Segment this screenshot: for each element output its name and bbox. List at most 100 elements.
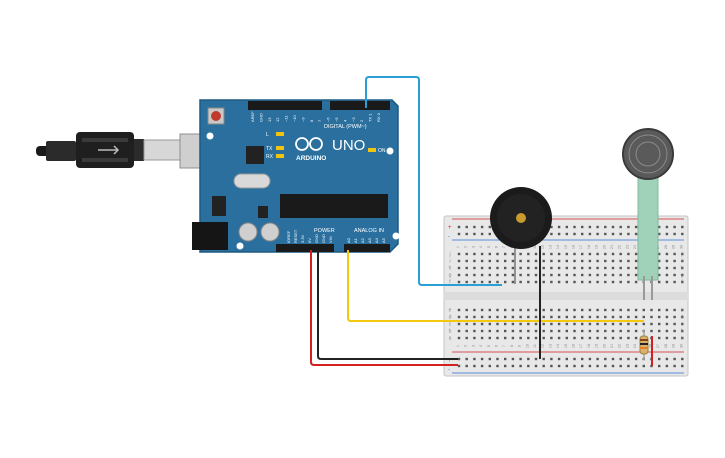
breadboard-hole[interactable] bbox=[673, 336, 676, 340]
breadboard-hole[interactable] bbox=[488, 308, 491, 312]
breadboard-hole[interactable] bbox=[511, 357, 515, 361]
breadboard-hole[interactable] bbox=[619, 336, 622, 340]
breadboard-hole[interactable] bbox=[504, 252, 507, 256]
breadboard-hole[interactable] bbox=[596, 357, 599, 361]
breadboard-hole[interactable] bbox=[519, 364, 522, 368]
breadboard-hole[interactable] bbox=[573, 357, 576, 361]
breadboard-hole[interactable] bbox=[557, 357, 561, 361]
breadboard-hole[interactable] bbox=[519, 322, 522, 326]
breadboard-hole[interactable] bbox=[542, 280, 545, 284]
breadboard-hole[interactable] bbox=[673, 273, 676, 277]
breadboard-hole[interactable] bbox=[496, 329, 499, 333]
breadboard-hole[interactable] bbox=[673, 259, 676, 263]
breadboard-hole[interactable] bbox=[504, 364, 507, 368]
breadboard-hole[interactable] bbox=[565, 273, 568, 277]
breadboard-hole[interactable] bbox=[565, 364, 568, 368]
breadboard-hole[interactable] bbox=[588, 308, 592, 312]
breadboard-hole[interactable] bbox=[480, 315, 484, 319]
breadboard-hole[interactable] bbox=[542, 308, 545, 312]
breadboard-hole[interactable] bbox=[457, 232, 461, 236]
breadboard-hole[interactable] bbox=[619, 308, 622, 312]
breadboard-hole[interactable] bbox=[465, 322, 468, 326]
breadboard-hole[interactable] bbox=[627, 329, 630, 333]
breadboard-hole[interactable] bbox=[557, 266, 561, 270]
breadboard-hole[interactable] bbox=[619, 252, 622, 256]
breadboard-hole[interactable] bbox=[581, 225, 584, 229]
breadboard-hole[interactable] bbox=[611, 225, 615, 229]
breadboard-hole[interactable] bbox=[581, 232, 584, 236]
breadboard-hole[interactable] bbox=[557, 329, 561, 333]
breadboard-hole[interactable] bbox=[542, 364, 545, 368]
breadboard-hole[interactable] bbox=[550, 252, 553, 256]
breadboard-hole[interactable] bbox=[480, 357, 484, 361]
breadboard-hole[interactable] bbox=[457, 315, 461, 319]
breadboard-hole[interactable] bbox=[511, 308, 515, 312]
breadboard-hole[interactable] bbox=[473, 364, 476, 368]
breadboard-hole[interactable] bbox=[480, 232, 484, 236]
breadboard-hole[interactable] bbox=[534, 364, 538, 368]
breadboard-hole[interactable] bbox=[527, 280, 530, 284]
breadboard-hole[interactable] bbox=[573, 322, 576, 326]
breadboard-hole[interactable] bbox=[473, 225, 476, 229]
breadboard-hole[interactable] bbox=[550, 225, 553, 229]
breadboard-hole[interactable] bbox=[681, 329, 684, 333]
breadboard-hole[interactable] bbox=[627, 322, 630, 326]
breadboard-hole[interactable] bbox=[557, 259, 561, 263]
breadboard-hole[interactable] bbox=[527, 252, 530, 256]
breadboard-hole[interactable] bbox=[473, 232, 476, 236]
breadboard-hole[interactable] bbox=[542, 273, 545, 277]
breadboard-hole[interactable] bbox=[673, 357, 676, 361]
breadboard-hole[interactable] bbox=[473, 259, 476, 263]
breadboard-hole[interactable] bbox=[665, 273, 669, 277]
breadboard-hole[interactable] bbox=[465, 280, 468, 284]
breadboard-hole[interactable] bbox=[611, 364, 615, 368]
breadboard-hole[interactable] bbox=[665, 329, 669, 333]
breadboard-hole[interactable] bbox=[650, 308, 653, 312]
breadboard-hole[interactable] bbox=[465, 273, 468, 277]
breadboard-hole[interactable] bbox=[627, 357, 630, 361]
breadboard-hole[interactable] bbox=[473, 329, 476, 333]
breadboard-hole[interactable] bbox=[573, 329, 576, 333]
breadboard-hole[interactable] bbox=[504, 315, 507, 319]
breadboard-hole[interactable] bbox=[488, 336, 491, 340]
breadboard-hole[interactable] bbox=[588, 252, 592, 256]
breadboard-hole[interactable] bbox=[627, 273, 630, 277]
breadboard-hole[interactable] bbox=[673, 322, 676, 326]
breadboard-hole[interactable] bbox=[465, 308, 468, 312]
breadboard-hole[interactable] bbox=[627, 364, 630, 368]
breadboard-hole[interactable] bbox=[542, 336, 545, 340]
breadboard-hole[interactable] bbox=[565, 315, 568, 319]
breadboard-hole[interactable] bbox=[480, 266, 484, 270]
breadboard-hole[interactable] bbox=[627, 315, 630, 319]
breadboard-hole[interactable] bbox=[658, 232, 661, 236]
breadboard-hole[interactable] bbox=[665, 232, 669, 236]
breadboard-hole[interactable] bbox=[473, 308, 476, 312]
breadboard-hole[interactable] bbox=[673, 225, 676, 229]
breadboard-hole[interactable] bbox=[627, 232, 630, 236]
breadboard-hole[interactable] bbox=[557, 308, 561, 312]
breadboard-hole[interactable] bbox=[665, 357, 669, 361]
breadboard-hole[interactable] bbox=[658, 308, 661, 312]
breadboard-hole[interactable] bbox=[488, 280, 491, 284]
breadboard-hole[interactable] bbox=[496, 357, 499, 361]
breadboard-hole[interactable] bbox=[627, 252, 630, 256]
breadboard-hole[interactable] bbox=[565, 259, 568, 263]
breadboard-hole[interactable] bbox=[581, 259, 584, 263]
breadboard-hole[interactable] bbox=[581, 357, 584, 361]
breadboard-hole[interactable] bbox=[665, 336, 669, 340]
breadboard-hole[interactable] bbox=[527, 364, 530, 368]
breadboard-hole[interactable] bbox=[634, 280, 638, 284]
breadboard-hole[interactable] bbox=[581, 266, 584, 270]
breadboard-hole[interactable] bbox=[457, 336, 461, 340]
breadboard-hole[interactable] bbox=[627, 336, 630, 340]
breadboard-hole[interactable] bbox=[457, 273, 461, 277]
breadboard-hole[interactable] bbox=[488, 225, 491, 229]
breadboard-hole[interactable] bbox=[681, 266, 684, 270]
breadboard-hole[interactable] bbox=[573, 315, 576, 319]
breadboard-hole[interactable] bbox=[596, 329, 599, 333]
breadboard-hole[interactable] bbox=[658, 336, 661, 340]
breadboard-hole[interactable] bbox=[665, 266, 669, 270]
breadboard-hole[interactable] bbox=[581, 308, 584, 312]
breadboard-hole[interactable] bbox=[457, 252, 461, 256]
breadboard-hole[interactable] bbox=[596, 322, 599, 326]
